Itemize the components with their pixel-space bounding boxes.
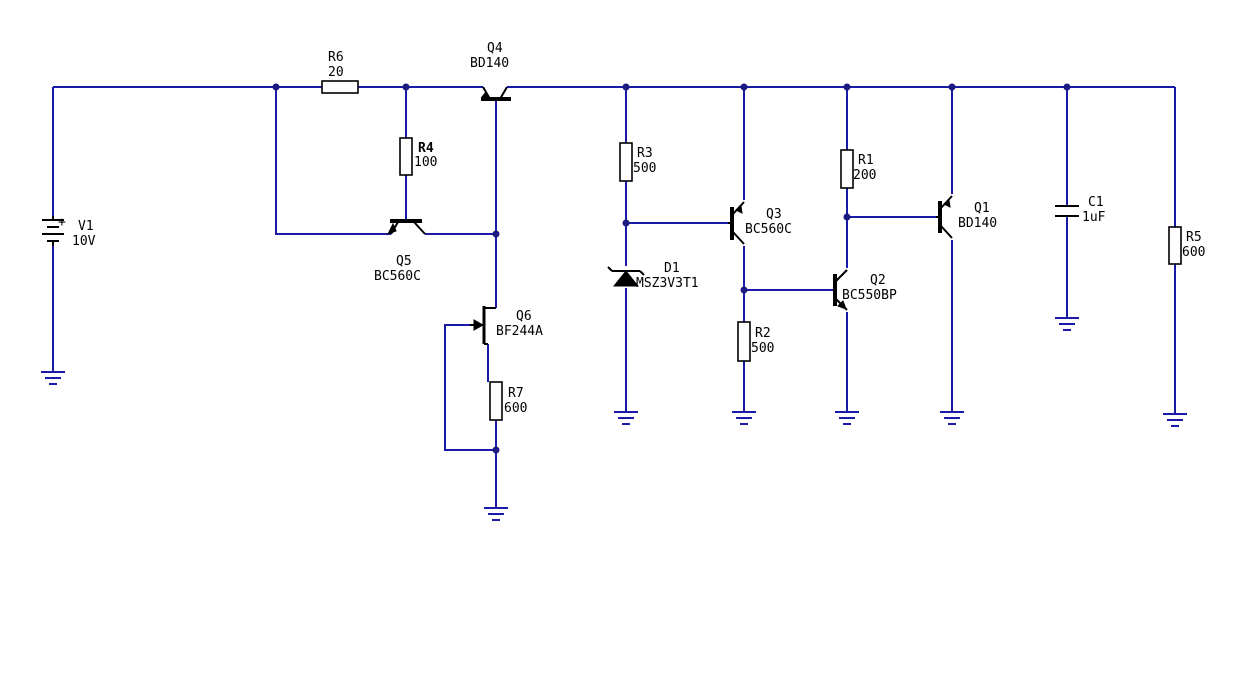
grounds [41,317,1187,521]
d1-ref-label: D1 [664,261,680,276]
q4-value-label: BD140 [470,56,509,71]
transistor-q1: Q1 BD140 [936,195,997,239]
junction-dot [843,213,851,221]
resistor-r3: R3 500 [619,142,656,182]
q6-ref-label: Q6 [516,309,532,324]
resistor-r6: R6 20 [321,50,359,94]
r1-ref-label: R1 [858,153,874,168]
r6-ref-label: R6 [328,50,344,65]
resistor-r2: R2 500 [737,321,774,362]
q5-ref-label: Q5 [396,254,412,269]
junction-dot [1063,83,1071,91]
q6-value-label: BF244A [496,324,543,339]
junction-dot [740,83,748,91]
junction-dot [622,219,630,227]
v1-value-label: 10V [72,234,96,249]
ground-icon [484,507,508,521]
r5-value-label: 600 [1182,245,1205,260]
junction-dot [492,230,500,238]
r6-value-label: 20 [328,65,344,80]
transistor-q2: Q2 BC550BP [833,269,897,311]
junction-dot [622,83,630,91]
zener-diode-d1: D1 MSZ3V3T1 [607,261,699,291]
q5-value-label: BC560C [374,269,421,284]
r5-ref-label: R5 [1186,230,1202,245]
junction-dot [948,83,956,91]
r4-ref-label: R4 [418,141,434,156]
q2-value-label: BC550BP [842,288,897,303]
resistor-r5: R5 600 [1168,226,1205,265]
ground-icon [940,411,964,425]
r1-value-label: 200 [853,168,876,183]
q4-ref-label: Q4 [487,41,503,56]
d1-value-label: MSZ3V3T1 [636,276,699,291]
transistor-q4: Q4 BD140 [470,41,511,101]
junction-dot [272,83,280,91]
r2-value-label: 500 [751,341,774,356]
r4-value-label: 100 [414,155,437,170]
v1-ref-label: V1 [78,219,94,234]
r3-value-label: 500 [633,161,656,176]
ground-icon [41,371,65,385]
junction-dot [843,83,851,91]
capacitor-c1: C1 1uF [1055,195,1106,225]
wire-q6-gate-loop [444,324,496,451]
ground-icon [835,411,859,425]
transistor-q3: Q3 BC560C [728,201,792,245]
junction-dot [740,286,748,294]
q3-ref-label: Q3 [766,207,782,222]
ground-icon [732,411,756,425]
wire-q5-base-loop [275,87,391,235]
battery-v1: + V1 10V [42,215,96,249]
junction-dot [402,83,410,91]
c1-ref-label: C1 [1088,195,1104,210]
q2-ref-label: Q2 [870,273,886,288]
wires [52,86,1176,508]
r7-ref-label: R7 [508,386,524,401]
junction-dot [492,446,500,454]
jfet-q6: Q6 BF244A [470,306,543,345]
resistor-r1: R1 200 [840,149,876,189]
r2-ref-label: R2 [755,326,771,341]
ground-icon [1163,413,1187,427]
r7-value-label: 600 [504,401,527,416]
resistor-r7: R7 600 [489,381,527,421]
resistor-r4: R4 100 [399,137,437,176]
c1-value-label: 1uF [1082,210,1106,225]
junctions [272,83,1071,454]
q1-ref-label: Q1 [974,201,990,216]
q3-value-label: BC560C [745,222,792,237]
r3-ref-label: R3 [637,146,653,161]
v1-polarity-label: + [58,215,66,230]
q1-value-label: BD140 [958,216,997,231]
transistor-q5: Q5 BC560C [374,219,426,284]
ground-icon [1055,317,1079,331]
ground-icon [614,411,638,425]
